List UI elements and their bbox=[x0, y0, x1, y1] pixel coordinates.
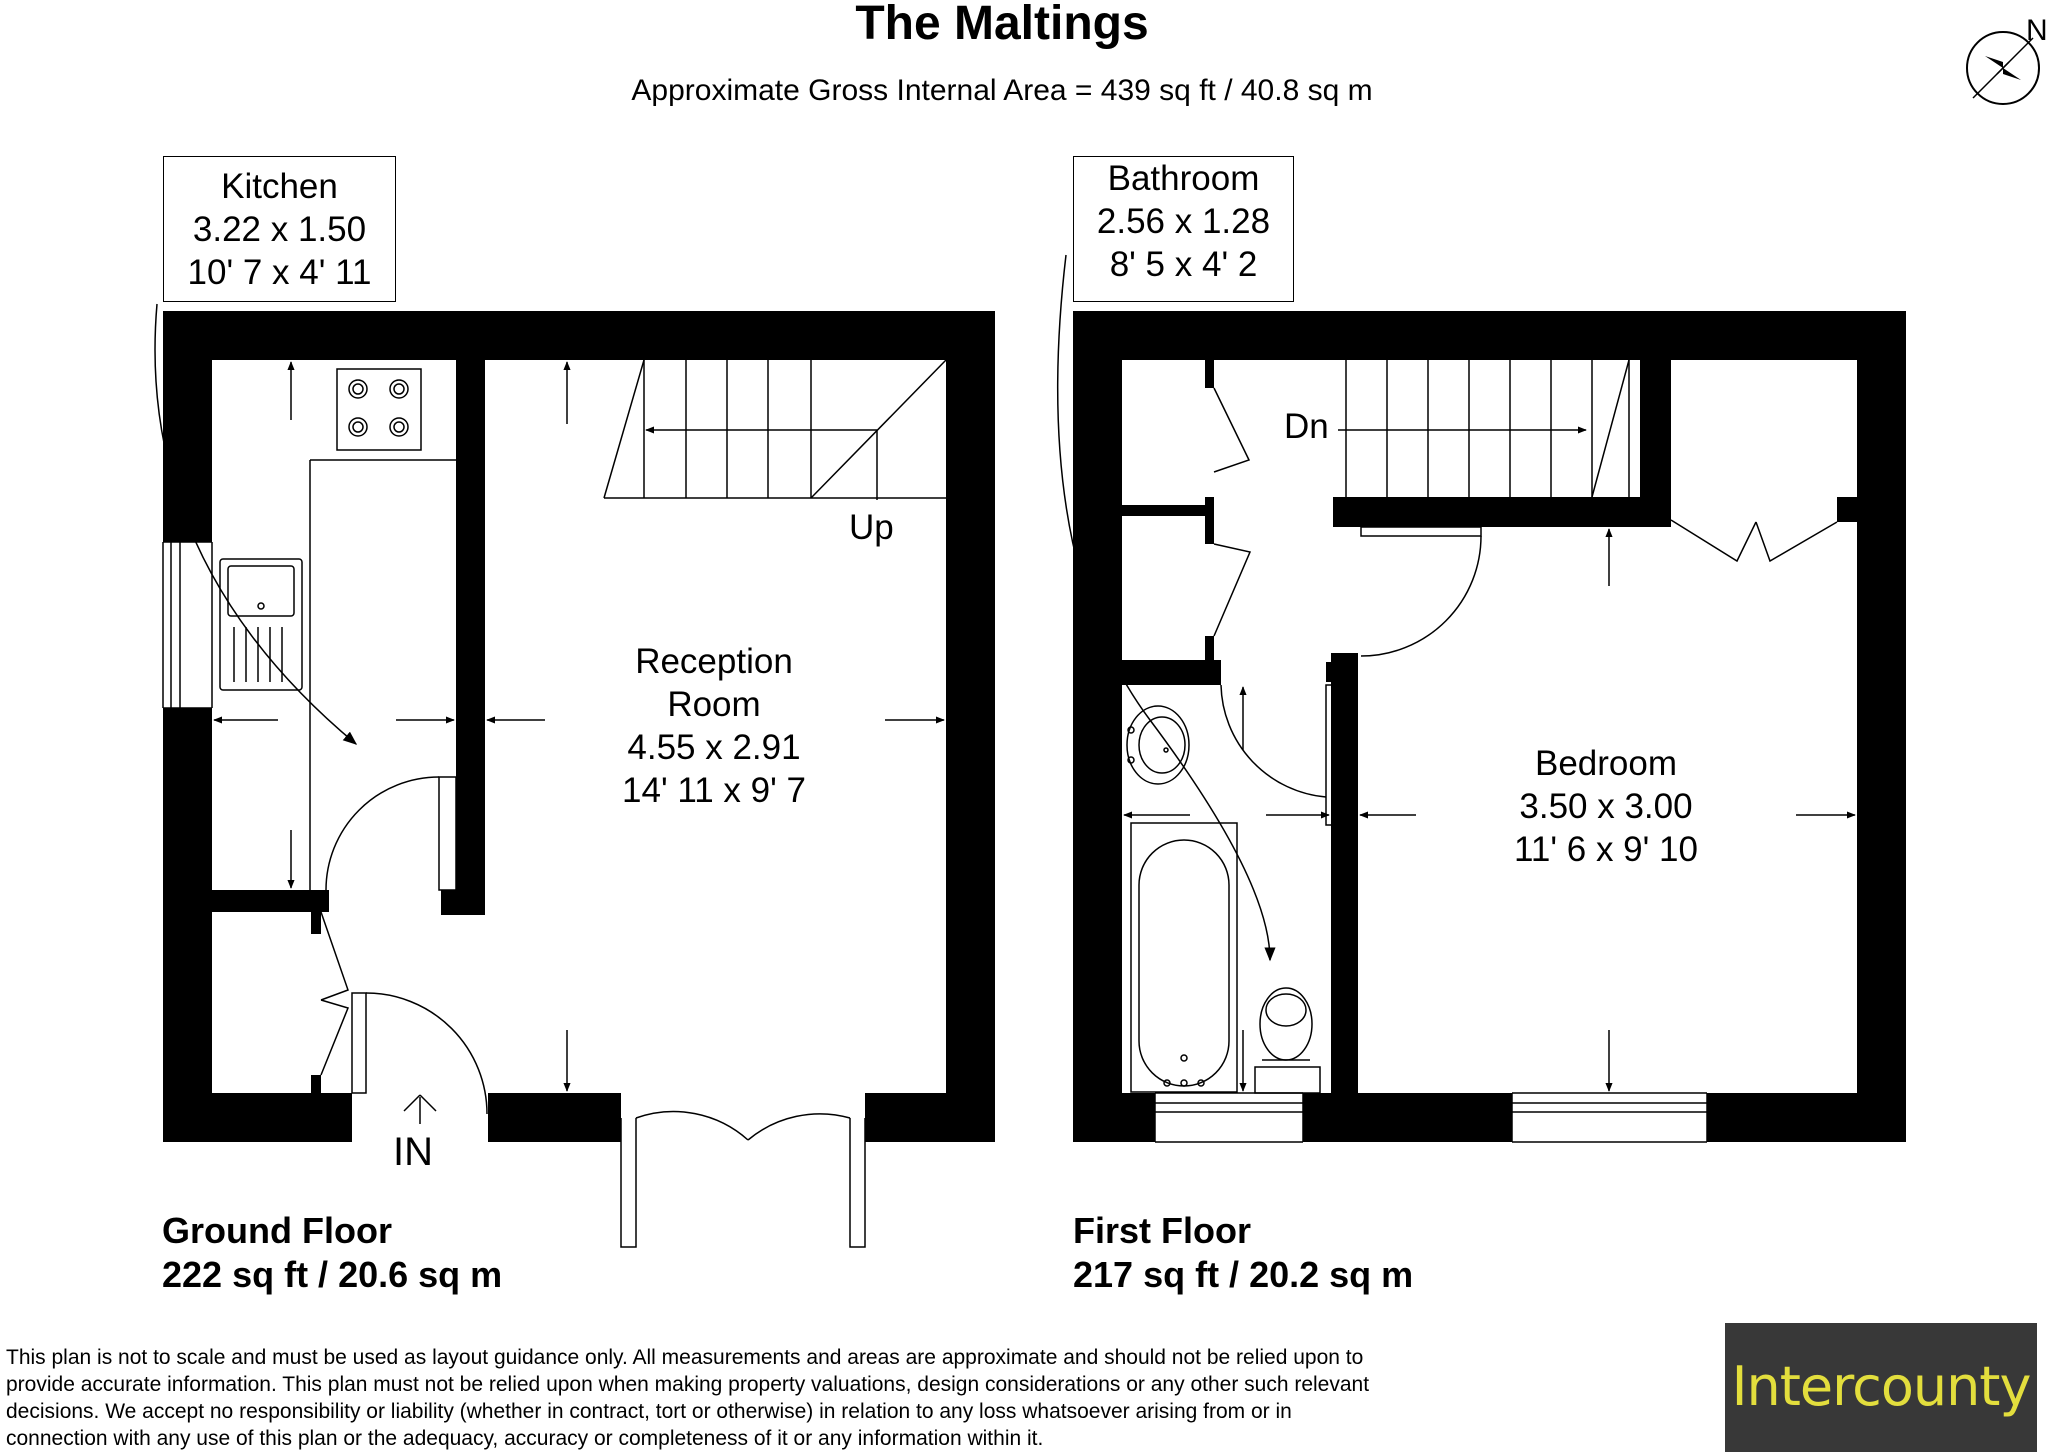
disclaimer-line: This plan is not to scale and must be us… bbox=[6, 1346, 1364, 1369]
reception-metric-size: 4.55 x 2.91 bbox=[627, 728, 801, 767]
bathroom-metric-size: 2.56 x 1.28 bbox=[1096, 202, 1271, 241]
bathroom-name: Bathroom bbox=[1107, 159, 1260, 198]
bathroom-label: Bathroom 2.56 x 1.28 8' 5 x 4' 2 bbox=[1073, 156, 1294, 302]
first-floor-fittings bbox=[1126, 359, 1838, 1143]
ground-floor-area: 222 sq ft / 20.6 sq m bbox=[162, 1254, 503, 1295]
kitchen-imperial-size: 10' 7 x 4' 11 bbox=[187, 253, 372, 292]
stairs-up-label: Up bbox=[849, 508, 894, 547]
plan-title: The Maltings bbox=[855, 0, 1149, 50]
first-floor-area: 217 sq ft / 20.2 sq m bbox=[1073, 1254, 1414, 1295]
ground-floor-name: Ground Floor bbox=[162, 1210, 392, 1251]
first-floor-walls bbox=[1073, 311, 1906, 1142]
bedroom-name: Bedroom bbox=[1534, 744, 1678, 783]
disclaimer-line: provide accurate information. This plan … bbox=[6, 1373, 1370, 1396]
first-floor-title: First Floor 217 sq ft / 20.2 sq m bbox=[1073, 1209, 1413, 1297]
first-floor-dimension-arrows bbox=[1056, 254, 1856, 1092]
ground-floor-fittings bbox=[162, 359, 947, 1248]
disclaimer-line: connection with any use of this plan or … bbox=[6, 1427, 1044, 1450]
bathroom-imperial-size: 8' 5 x 4' 2 bbox=[1109, 245, 1258, 284]
first-floor-name: First Floor bbox=[1073, 1210, 1251, 1251]
ground-floor-walls bbox=[163, 311, 995, 1142]
bedroom-metric-size: 3.50 x 3.00 bbox=[1519, 787, 1693, 826]
kitchen-metric-size: 3.22 x 1.50 bbox=[192, 210, 367, 249]
ground-floor-title: Ground Floor 222 sq ft / 20.6 sq m bbox=[162, 1209, 502, 1297]
logo-text: Intercounty bbox=[1731, 1355, 2032, 1418]
gross-area: Approximate Gross Internal Area = 439 sq… bbox=[631, 74, 1373, 107]
reception-imperial-size: 14' 11 x 9' 7 bbox=[622, 771, 806, 810]
intercounty-logo: Intercounty bbox=[1725, 1323, 2037, 1452]
compass-north-label: N bbox=[2026, 14, 2048, 47]
reception-room-label: Reception Room 4.55 x 2.91 14' 11 x 9' 7 bbox=[554, 640, 874, 812]
reception-name-line1: Reception bbox=[635, 642, 793, 681]
entrance-label: IN bbox=[393, 1130, 433, 1174]
compass-rose-icon bbox=[1966, 31, 2040, 105]
disclaimer-text: This plan is not to scale and must be us… bbox=[6, 1344, 1506, 1452]
stairs-down-label: Dn bbox=[1284, 407, 1329, 446]
kitchen-label: Kitchen 3.22 x 1.50 10' 7 x 4' 11 bbox=[163, 156, 396, 302]
reception-name-line2: Room bbox=[667, 685, 761, 724]
disclaimer-line: decisions. We accept no responsibility o… bbox=[6, 1400, 1292, 1423]
kitchen-name: Kitchen bbox=[221, 167, 338, 206]
bedroom-label: Bedroom 3.50 x 3.00 11' 6 x 9' 10 bbox=[1456, 742, 1756, 871]
bedroom-imperial-size: 11' 6 x 9' 10 bbox=[1514, 830, 1698, 869]
ground-floor-dimension-arrows bbox=[154, 303, 945, 1124]
